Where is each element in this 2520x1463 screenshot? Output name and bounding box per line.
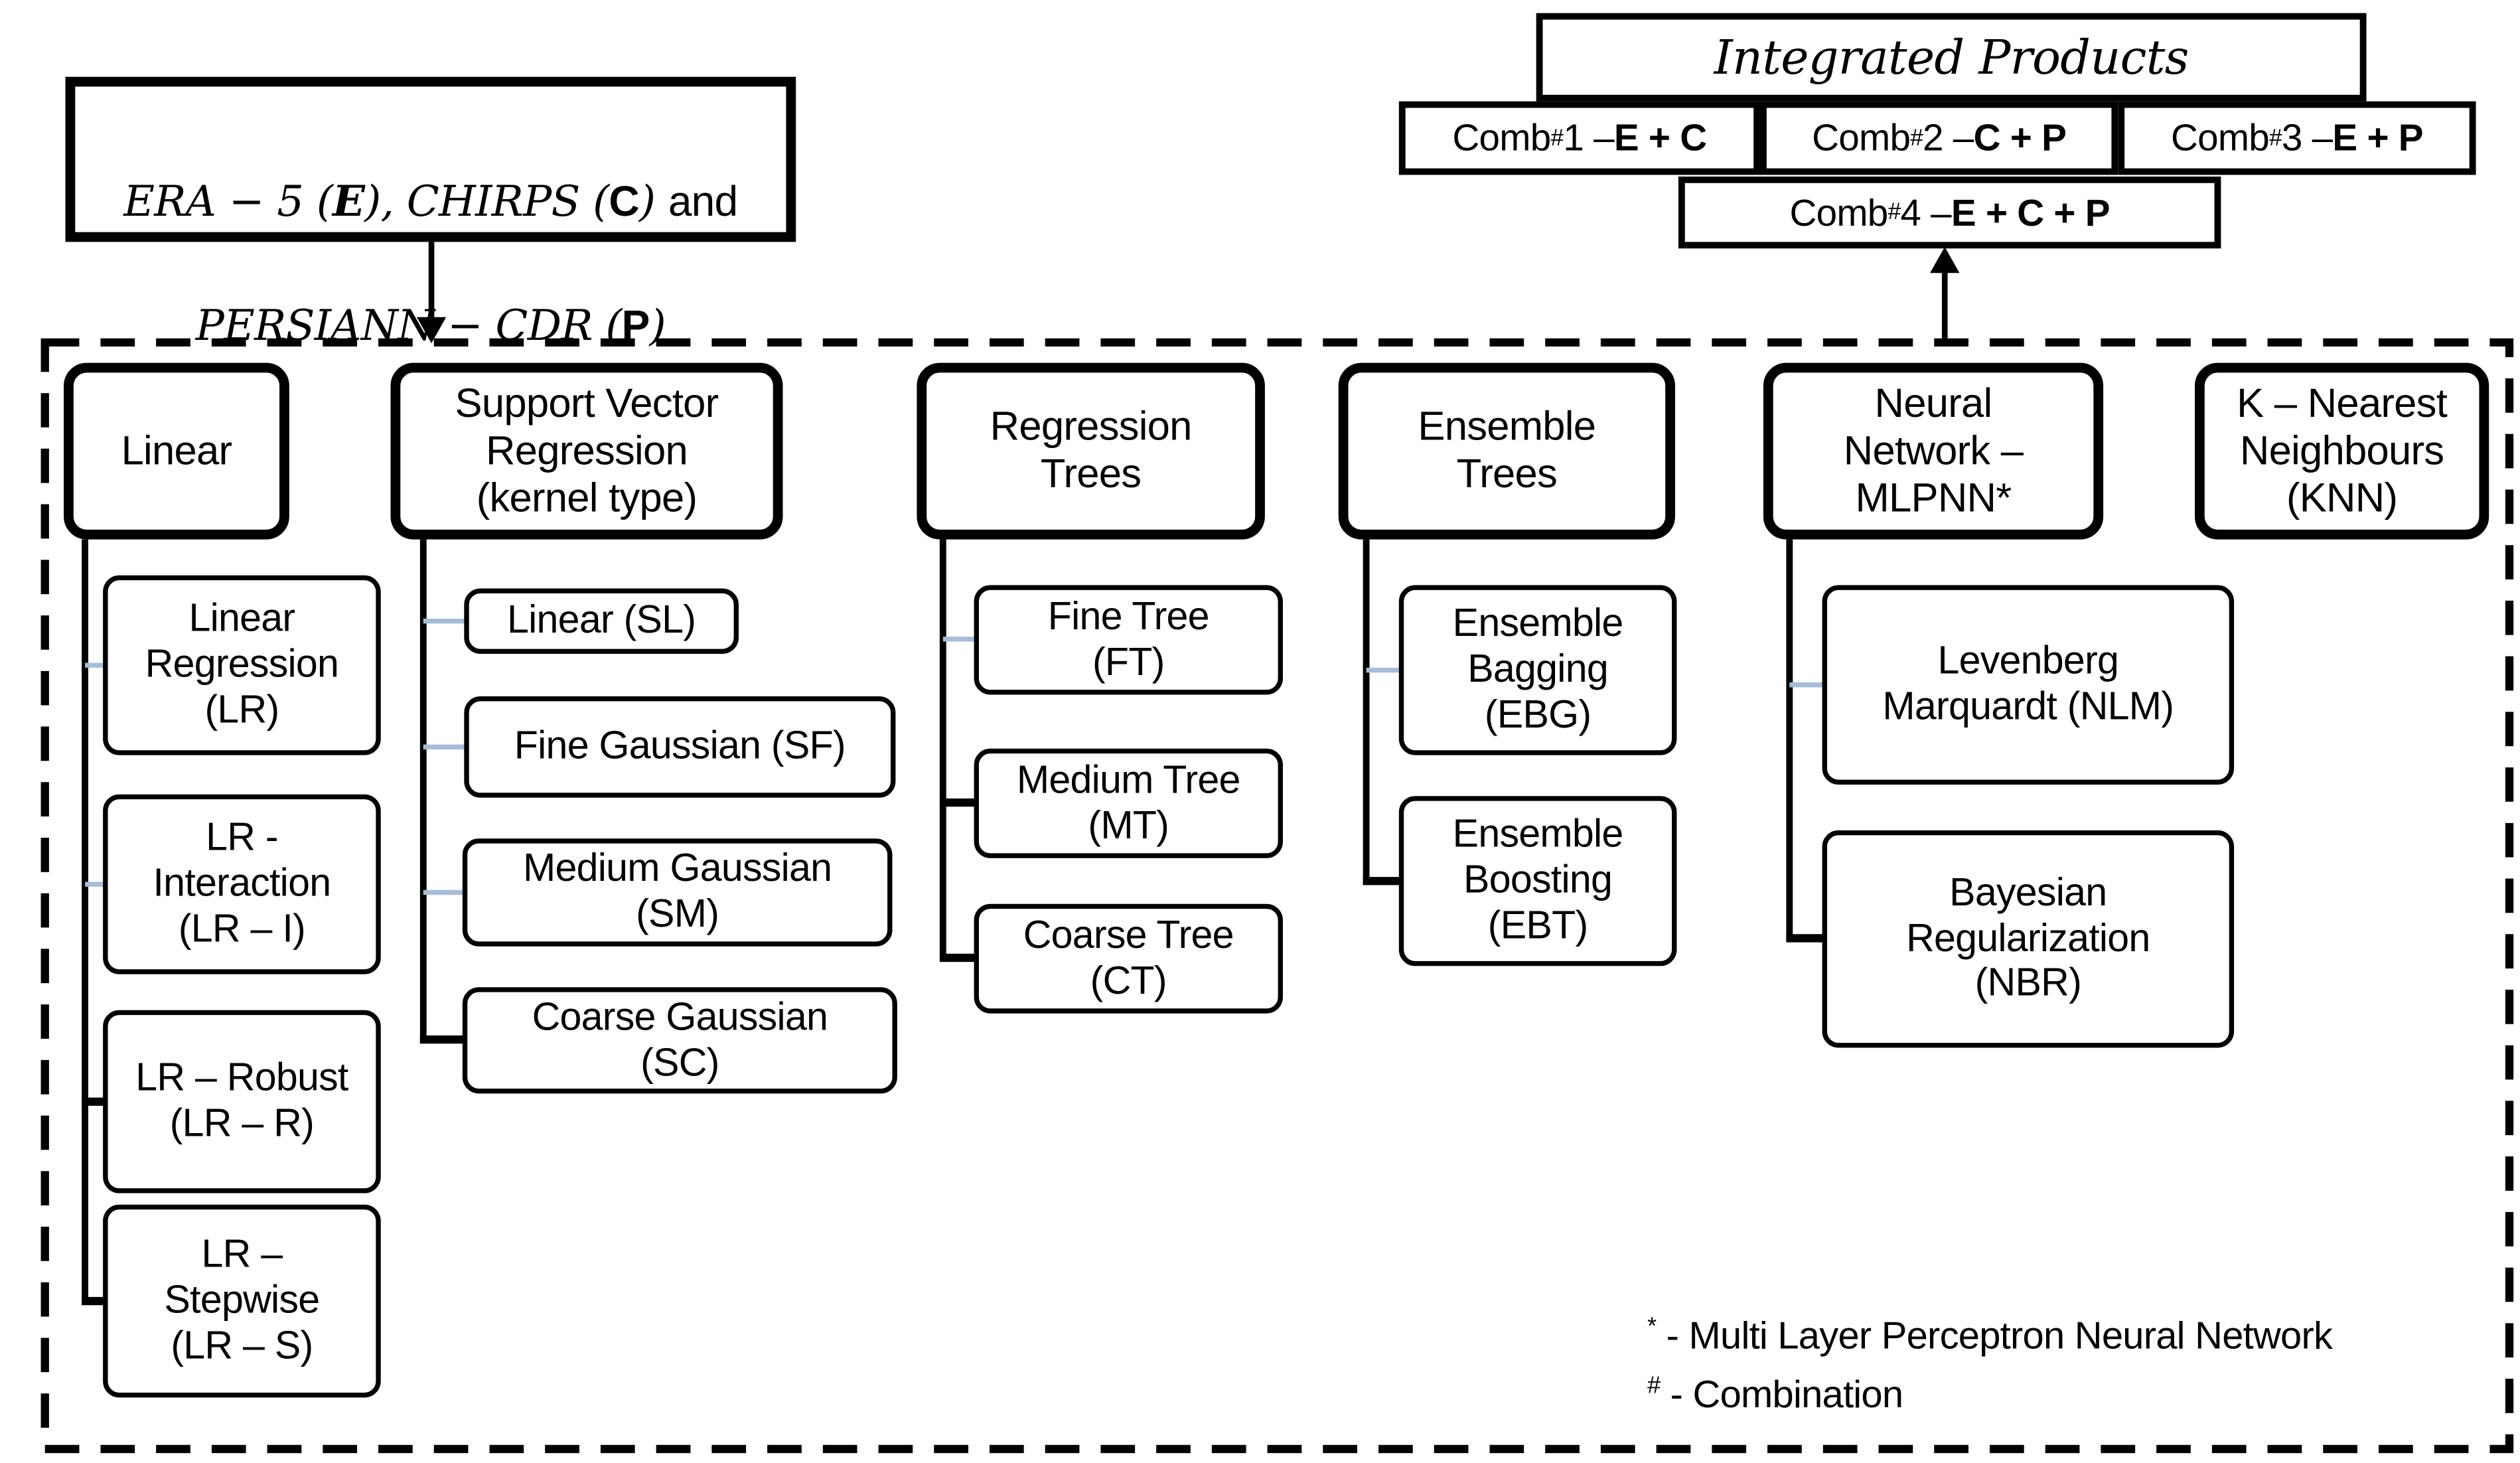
combination-1-box: Comb# 1 – E + C — [1398, 101, 1761, 175]
combination-2-box: Comb# 2 – C + P — [1760, 101, 2118, 175]
source-products-line1: ERA − 5 (E), CHIRPS (C) and — [123, 176, 738, 227]
method-box-medium-gaussian: Medium Gaussian (SM) — [462, 838, 893, 947]
column-header-regression-trees: Regression Trees — [917, 362, 1265, 540]
column-header-linear: Linear — [64, 362, 289, 540]
column-header-knn: K – Nearest Neighbours (KNN) — [2195, 362, 2489, 540]
footnote-mlpnn: * - Multi Layer Perceptron Neural Networ… — [1647, 1314, 2333, 1357]
combination-4-box: Comb# 4 – E + C + P — [1678, 176, 2221, 249]
column-header-support-vector-regression: Support Vector Regression (kernel type) — [390, 362, 783, 540]
method-box-linear-regression: Linear Regression (LR) — [103, 575, 381, 755]
column-header-neural-network: Neural Network – MLPNN* — [1763, 362, 2104, 540]
source-products-line2: PERSIANN − CDR (P) — [195, 301, 666, 352]
dashed-frame-rect — [40, 338, 2514, 1454]
source-arrow-head — [416, 317, 447, 344]
combination-3-box: Comb# 3 – E + P — [2118, 101, 2476, 175]
method-box-svr-linear: Linear (SL) — [464, 588, 739, 654]
method-box-lr-stepwise: LR – Stepwise (LR – S) — [103, 1204, 381, 1398]
method-box-bayesian-regularization: Bayesian Regularization (NBR) — [1822, 830, 2235, 1048]
combination-arrow-head — [1930, 246, 1960, 273]
source-products-box: ERA − 5 (E), CHIRPS (C) and PERSIANN − C… — [65, 76, 796, 352]
method-box-lr-robust: LR – Robust (LR – R) — [103, 1010, 381, 1194]
method-box-lr-interaction: LR - Interaction (LR – I) — [103, 794, 381, 974]
method-box-medium-tree: Medium Tree (MT) — [974, 748, 1283, 858]
method-box-ensemble-boosting: Ensemble Boosting (EBT) — [1398, 796, 1677, 966]
method-box-coarse-gaussian: Coarse Gaussian (SC) — [462, 987, 897, 1094]
footnote-combination: # - Combination — [1647, 1373, 1903, 1416]
method-box-fine-tree: Fine Tree (FT) — [974, 585, 1283, 695]
method-box-coarse-tree: Coarse Tree (CT) — [974, 903, 1283, 1014]
method-box-levenberg-marquardt: Levenberg Marquardt (NLM) — [1822, 585, 2235, 785]
method-box-fine-gaussian: Fine Gaussian (SF) — [464, 696, 896, 798]
integrated-products-title: Integrated Products — [1536, 13, 2367, 102]
column-header-ensemble-trees: Ensemble Trees — [1338, 362, 1675, 540]
method-box-ensemble-bagging: Ensemble Bagging (EBG) — [1398, 585, 1677, 755]
